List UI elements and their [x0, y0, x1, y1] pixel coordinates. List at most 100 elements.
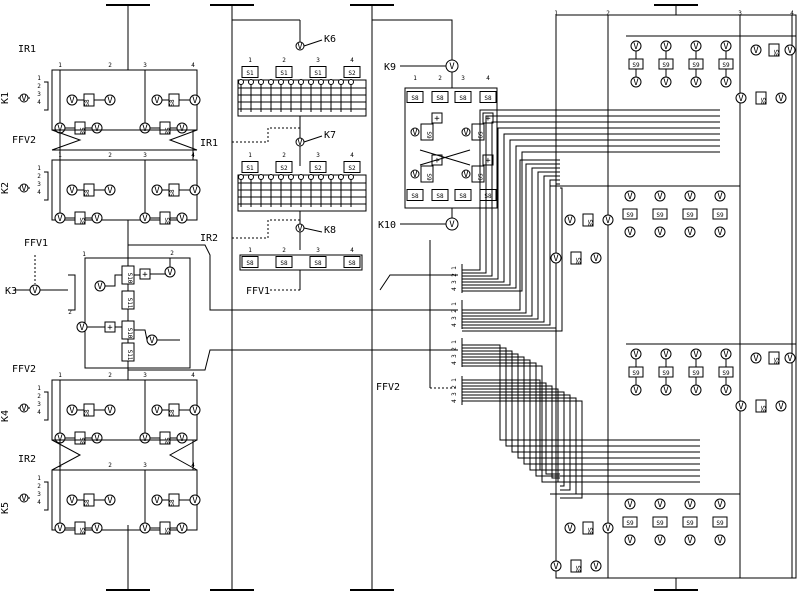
module-chip: S8: [74, 121, 86, 135]
valve-circle: [735, 400, 747, 412]
valve-label: V: [663, 350, 669, 360]
valve-label: V: [787, 354, 793, 364]
valve-label: V: [693, 42, 699, 52]
output-label-ir2: IR2: [200, 233, 218, 244]
valve-circle: [19, 93, 29, 103]
chip-box: [406, 189, 424, 201]
chip-label: S8: [484, 95, 492, 102]
valve-label: V: [107, 96, 113, 106]
valve-node: V: [602, 214, 614, 226]
port-number: 2: [108, 462, 112, 469]
valve-circle: [784, 352, 796, 364]
valve-label: V: [657, 228, 663, 238]
chip-box: [241, 256, 259, 268]
valve-circle: [775, 400, 787, 412]
valve-label: V: [142, 524, 148, 534]
valve-label: V: [633, 42, 639, 52]
chip-box: [622, 208, 638, 220]
wire: [462, 127, 720, 280]
port-number: 3: [451, 392, 458, 396]
valve-label: V: [79, 323, 85, 333]
valve-label: V: [97, 282, 103, 292]
valve-node: V: [54, 522, 66, 534]
valve-label: V: [179, 434, 185, 444]
valve-circle: [654, 190, 666, 202]
valve-node: V: [19, 493, 29, 504]
wire: [462, 391, 565, 487]
module-chip: S8: [454, 91, 472, 103]
valve-node: V: [189, 494, 201, 506]
valve-node: V: [104, 94, 116, 106]
wire: [462, 115, 720, 274]
port-number: 1: [37, 75, 41, 82]
port-label-k1: K1: [0, 92, 11, 104]
chip-label: S8: [163, 527, 170, 535]
valve-node: V: [660, 348, 672, 360]
contact: [248, 79, 254, 85]
wire: [462, 362, 700, 477]
port-number: 4: [451, 323, 458, 327]
valve-label: V: [142, 434, 148, 444]
signal-label-ffv1: FFV1: [24, 238, 48, 249]
wire: [462, 356, 700, 465]
contact: [348, 79, 354, 85]
valve-label: V: [107, 406, 113, 416]
wire: [462, 109, 720, 271]
contact: [238, 174, 244, 180]
chip-label: S8: [772, 357, 779, 365]
chip-box: [241, 161, 259, 173]
wire: [462, 183, 560, 329]
module-chip: S1: [241, 161, 259, 173]
wire: [462, 359, 700, 471]
module-chip: S8: [83, 93, 95, 107]
module-chip: S2: [309, 161, 327, 173]
chip-box: [431, 189, 449, 201]
valve-label: V: [593, 254, 599, 264]
valve-label: V: [69, 406, 75, 416]
valve-node: V: [660, 384, 672, 396]
port-number: 4: [350, 247, 354, 254]
contact: [288, 174, 294, 180]
sum-label: +: [107, 323, 113, 333]
valve-label: V: [297, 138, 303, 148]
port-number: 3: [461, 75, 465, 82]
valve-node: V: [29, 284, 41, 296]
valve-circle: [714, 226, 726, 238]
port-number: 4: [790, 10, 794, 17]
port-number: 3: [451, 316, 458, 320]
valve-node: V: [91, 432, 103, 444]
sum-box: [482, 112, 494, 124]
chip-box: [768, 351, 780, 365]
contact: [238, 79, 244, 85]
chip-label: S8: [78, 437, 85, 445]
chip-box: [471, 165, 485, 183]
valve-label: V: [787, 46, 793, 56]
sum-node: +: [139, 268, 151, 280]
wire: [303, 39, 323, 47]
module-chip: S9: [658, 366, 674, 378]
valve-label: V: [94, 434, 100, 444]
chip-box: [420, 123, 434, 141]
chip-box: [275, 66, 293, 78]
sum-box: [482, 154, 494, 166]
module-chip: S9: [652, 208, 668, 220]
chip-box: [309, 66, 327, 78]
module-chip: S8: [275, 256, 293, 268]
valve-label: V: [593, 562, 599, 572]
port-number: 3: [143, 62, 147, 69]
valve-label: V: [687, 228, 693, 238]
valve-label: V: [94, 524, 100, 534]
module-chip: S8: [755, 399, 767, 413]
valve-circle: [19, 403, 29, 413]
valve-node: V: [630, 348, 642, 360]
chip-label: S8: [163, 437, 170, 445]
module-chip: S9: [420, 123, 434, 141]
chip-label: S8: [759, 97, 766, 105]
valve-node: V: [445, 217, 459, 231]
port-number: 4: [486, 75, 490, 82]
valve-label: V: [69, 186, 75, 196]
chip-label: S8: [348, 260, 356, 267]
